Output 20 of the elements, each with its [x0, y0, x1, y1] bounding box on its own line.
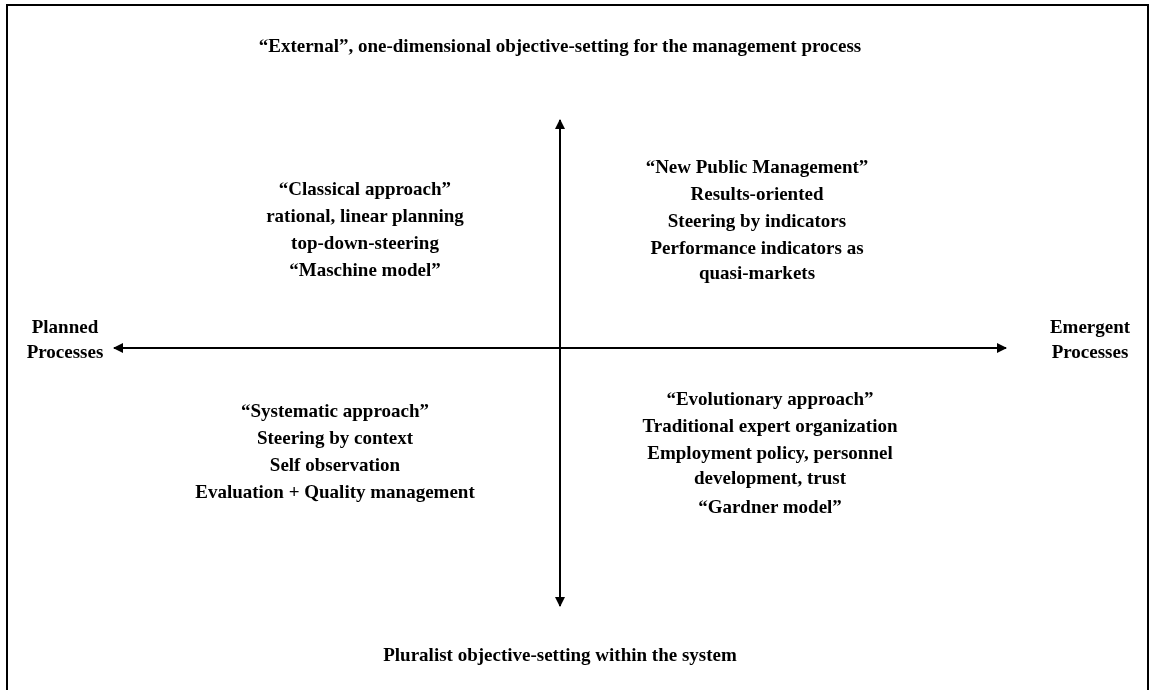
- quadrant-text: Steering by context: [255, 426, 415, 450]
- quadrant-text: rational, linear planning: [265, 204, 465, 228]
- quadrant-text: Steering by indicators: [666, 209, 848, 233]
- axis-heading: Pluralist objective-setting within the system: [382, 643, 738, 667]
- quadrant-text: “Maschine model”: [288, 258, 442, 282]
- quadrant-text: Performance indicators as quasi-markets: [649, 236, 865, 285]
- axis-heading: Planned Processes: [25, 315, 105, 364]
- quadrant-title: “Gardner model”: [697, 495, 843, 519]
- quadrant-title: “Classical approach”: [277, 177, 453, 201]
- quadrant-text: Evaluation + Quality management: [194, 480, 476, 504]
- quadrant-title: “New Public Management”: [644, 155, 870, 179]
- quadrant-text: Self observation: [268, 453, 402, 477]
- quadrant-text: Traditional expert organization: [641, 414, 899, 438]
- axis-heading: Emergent Processes: [1048, 315, 1132, 364]
- quadrant-text: top-down-steering: [290, 231, 440, 255]
- quadrant-title: “Evolutionary approach”: [665, 387, 875, 411]
- axis-heading: “External”, one-dimensional objective-setting for the management process: [257, 34, 863, 58]
- quadrant-text: Results-oriented: [689, 182, 825, 206]
- quadrant-title: “Systematic approach”: [239, 399, 431, 423]
- quadrant-text: Employment policy, personnel development, trust: [646, 441, 894, 490]
